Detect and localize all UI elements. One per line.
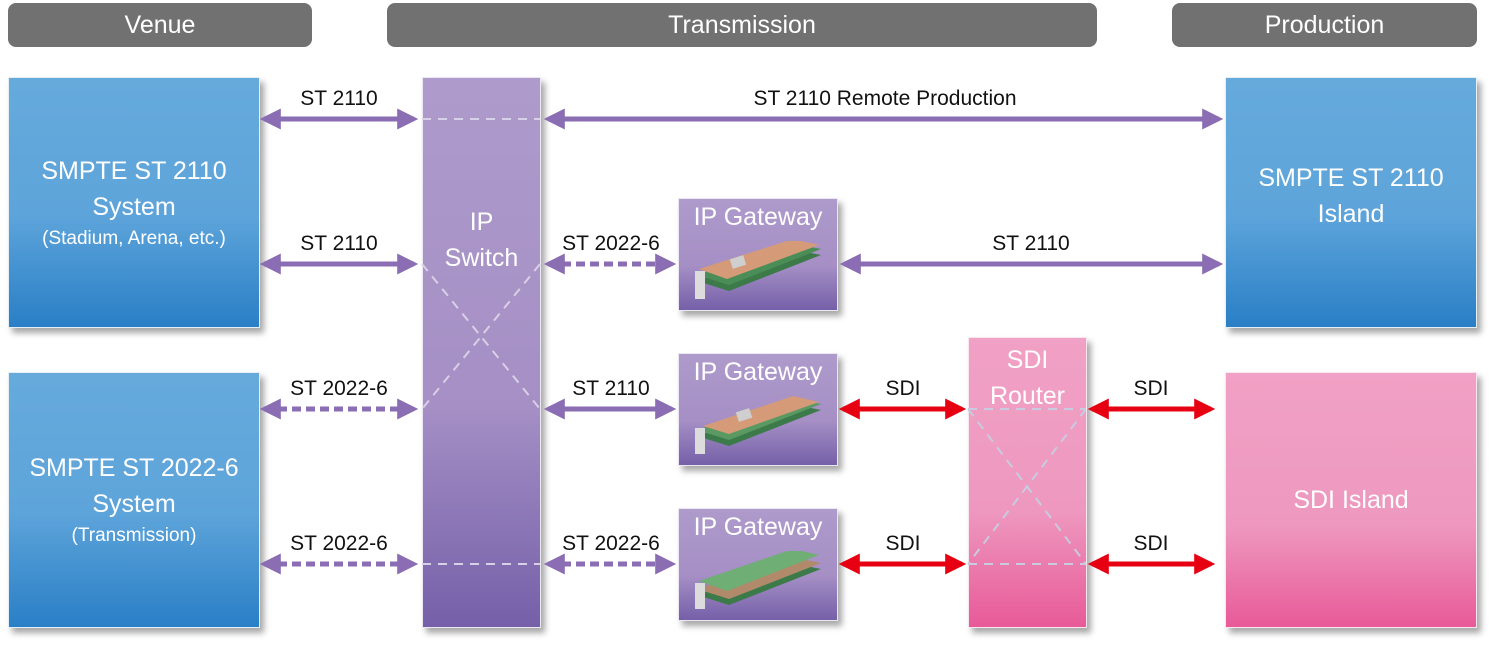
sdi-router-subtitle: Router (989, 382, 1066, 410)
st2022-system-node: SMPTE ST 2022-6 System (Transmission) (8, 372, 260, 628)
link-label: ST 2022-6 (562, 532, 660, 555)
link-label: SDI (885, 377, 921, 400)
header-transmission-label: Transmission (668, 10, 816, 39)
ip-switch-node: IP Switch (422, 77, 541, 628)
link-label: ST 2022-6 (290, 377, 388, 400)
ip-gateway-1: IP Gateway (678, 198, 838, 311)
ip-switch-title: IP (469, 208, 494, 236)
st2110-system-note: (Stadium, Arena, etc.) (42, 227, 226, 249)
link-label: ST 2110 (300, 87, 378, 110)
header-venue: Venue (8, 3, 312, 47)
switch-path-cross-1 (421, 263, 541, 410)
sdi-router-node: SDI Router (968, 337, 1087, 628)
st2022-system-note: (Transmission) (71, 525, 197, 546)
ip-switch-subtitle: Switch (444, 244, 519, 272)
ip-gateway-1-title: IP Gateway (693, 203, 823, 231)
switch-path-cross-2 (421, 263, 541, 410)
ip-gateway-2-title: IP Gateway (693, 358, 823, 386)
link-label: ST 2110 (300, 232, 378, 255)
link-label: ST 2110 (992, 232, 1070, 255)
st2110-island-node: SMPTE ST 2110 Island (1225, 77, 1477, 328)
st2110-island-title: SMPTE ST 2110 (1258, 164, 1444, 192)
link-label: SDI (1133, 377, 1169, 400)
link-label: SDI (885, 532, 921, 555)
header-production-label: Production (1264, 10, 1385, 39)
st2110-island-subtitle: Island (1317, 200, 1385, 228)
link-label: ST 2110 Remote Production (753, 87, 1017, 110)
sdi-island-title: SDI Island (1293, 486, 1409, 514)
st2110-system-subtitle: System (92, 192, 176, 221)
st2110-system-node: SMPTE ST 2110 System (Stadium, Arena, et… (8, 77, 260, 328)
link-label: ST 2022-6 (290, 532, 388, 555)
st2022-system-title: SMPTE ST 2022-6 (29, 454, 239, 482)
ip-switch-crosspoints (421, 118, 541, 565)
st2022-system-subtitle: System (92, 490, 176, 518)
sdi-router-crosspoints (967, 408, 1087, 565)
link-label: SDI (1133, 532, 1169, 555)
router-path-cross-2 (967, 408, 1087, 565)
st2110-system-title: SMPTE ST 2110 (41, 156, 227, 185)
gateway-card-copper-icon (695, 241, 821, 299)
link-label: ST 2110 (572, 377, 650, 400)
gateway-card-copper-icon (695, 396, 821, 454)
header-venue-label: Venue (124, 10, 196, 39)
ip-gateway-3-title: IP Gateway (693, 513, 823, 541)
sdi-island-node: SDI Island (1225, 372, 1477, 628)
ip-gateway-2: IP Gateway (678, 353, 838, 466)
sdi-router-title: SDI (1006, 346, 1049, 374)
gateway-card-green-icon (695, 551, 821, 609)
header-production: Production (1172, 3, 1477, 47)
ip-gateway-3: IP Gateway (678, 508, 838, 621)
header-transmission: Transmission (387, 3, 1097, 47)
link-label: ST 2022-6 (562, 232, 660, 255)
